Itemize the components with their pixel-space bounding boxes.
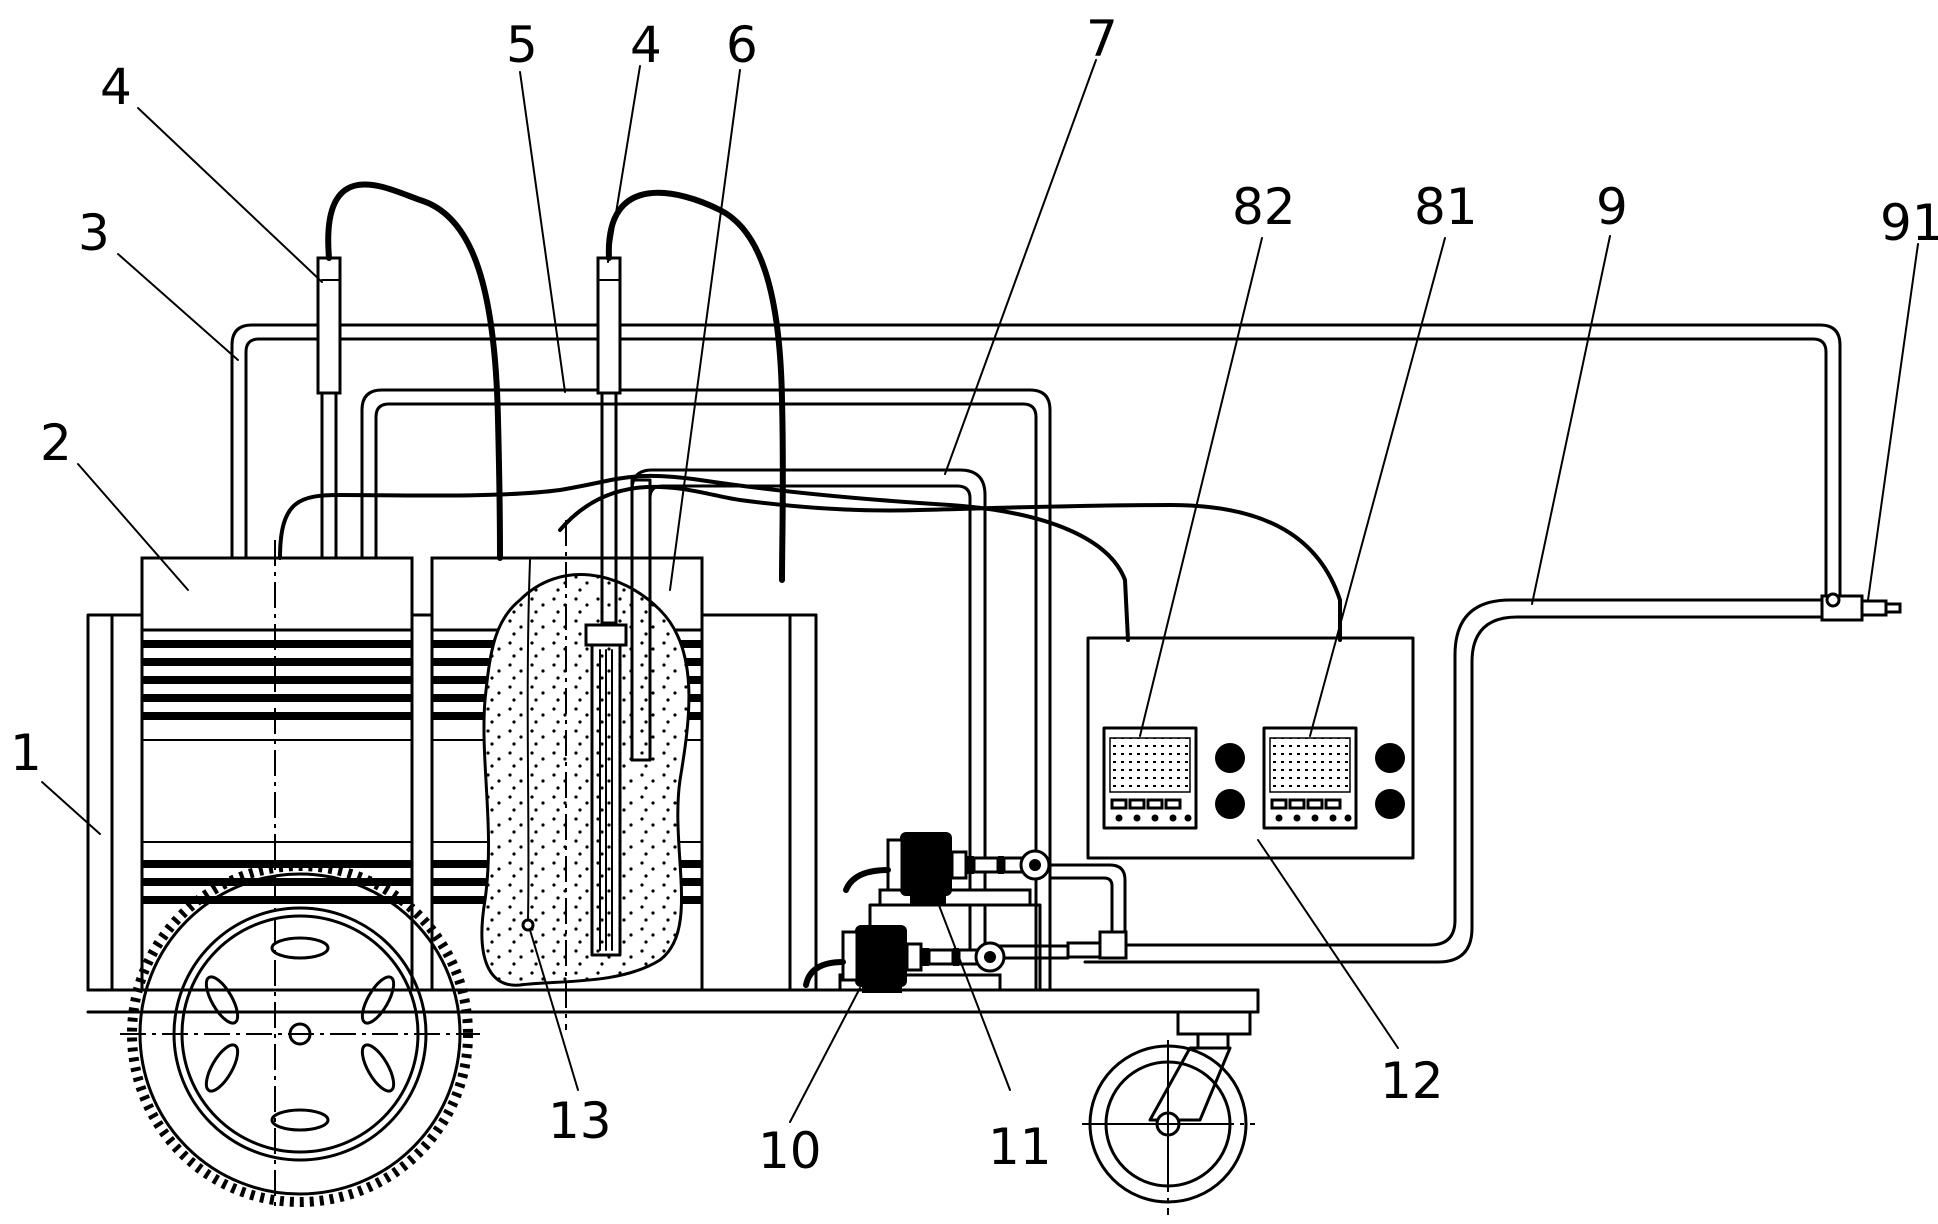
pump-11 bbox=[843, 832, 1051, 905]
sensor-pipe-right bbox=[596, 256, 622, 625]
label-4-left: 4 bbox=[100, 58, 132, 116]
barrel-ribs bbox=[142, 640, 412, 904]
knob-82-top bbox=[1215, 743, 1245, 773]
controller-81 bbox=[1262, 726, 1358, 830]
pipe-7 bbox=[630, 468, 987, 962]
pipe-3 bbox=[230, 323, 1842, 602]
outlet-pipe-9 bbox=[1083, 598, 1832, 964]
controller-82 bbox=[1102, 726, 1198, 830]
knob-81-top bbox=[1375, 743, 1405, 773]
label-10: 10 bbox=[758, 1122, 822, 1180]
knob-82-bottom bbox=[1215, 789, 1245, 819]
nozzle-91 bbox=[1820, 592, 1902, 622]
left-barrel bbox=[140, 556, 414, 992]
caster-wheel bbox=[1082, 1010, 1255, 1215]
hose-left bbox=[325, 181, 503, 561]
label-11: 11 bbox=[988, 1118, 1052, 1176]
barrel-cutaway bbox=[480, 478, 691, 1030]
pump-piping bbox=[983, 863, 1128, 960]
knob-81-bottom bbox=[1375, 789, 1405, 819]
leader-lines bbox=[41, 59, 1919, 1123]
wire-b bbox=[558, 484, 1342, 642]
label-7: 7 bbox=[1086, 10, 1118, 68]
rear-wheel bbox=[120, 861, 480, 1207]
reference-labels: 1 2 3 4 5 4 6 7 82 81 9 91 13 10 11 12 bbox=[10, 10, 1938, 1180]
label-82: 82 bbox=[1232, 178, 1296, 236]
label-9: 9 bbox=[1596, 178, 1628, 236]
label-91: 91 bbox=[1880, 194, 1938, 252]
wire-a bbox=[278, 473, 1130, 642]
pipe-5 bbox=[360, 388, 1052, 992]
label-6: 6 bbox=[726, 16, 758, 74]
label-13: 13 bbox=[548, 1092, 612, 1150]
label-5: 5 bbox=[506, 16, 538, 74]
label-12: 12 bbox=[1380, 1052, 1444, 1110]
control-box bbox=[1086, 636, 1415, 860]
label-2: 2 bbox=[40, 414, 72, 472]
label-4-right: 4 bbox=[630, 16, 662, 74]
hose-right bbox=[605, 189, 786, 583]
pump-10 bbox=[803, 925, 1006, 993]
label-3: 3 bbox=[78, 204, 110, 262]
sensor-pipe-left bbox=[316, 256, 342, 560]
label-1: 1 bbox=[10, 724, 42, 782]
label-81: 81 bbox=[1414, 178, 1478, 236]
